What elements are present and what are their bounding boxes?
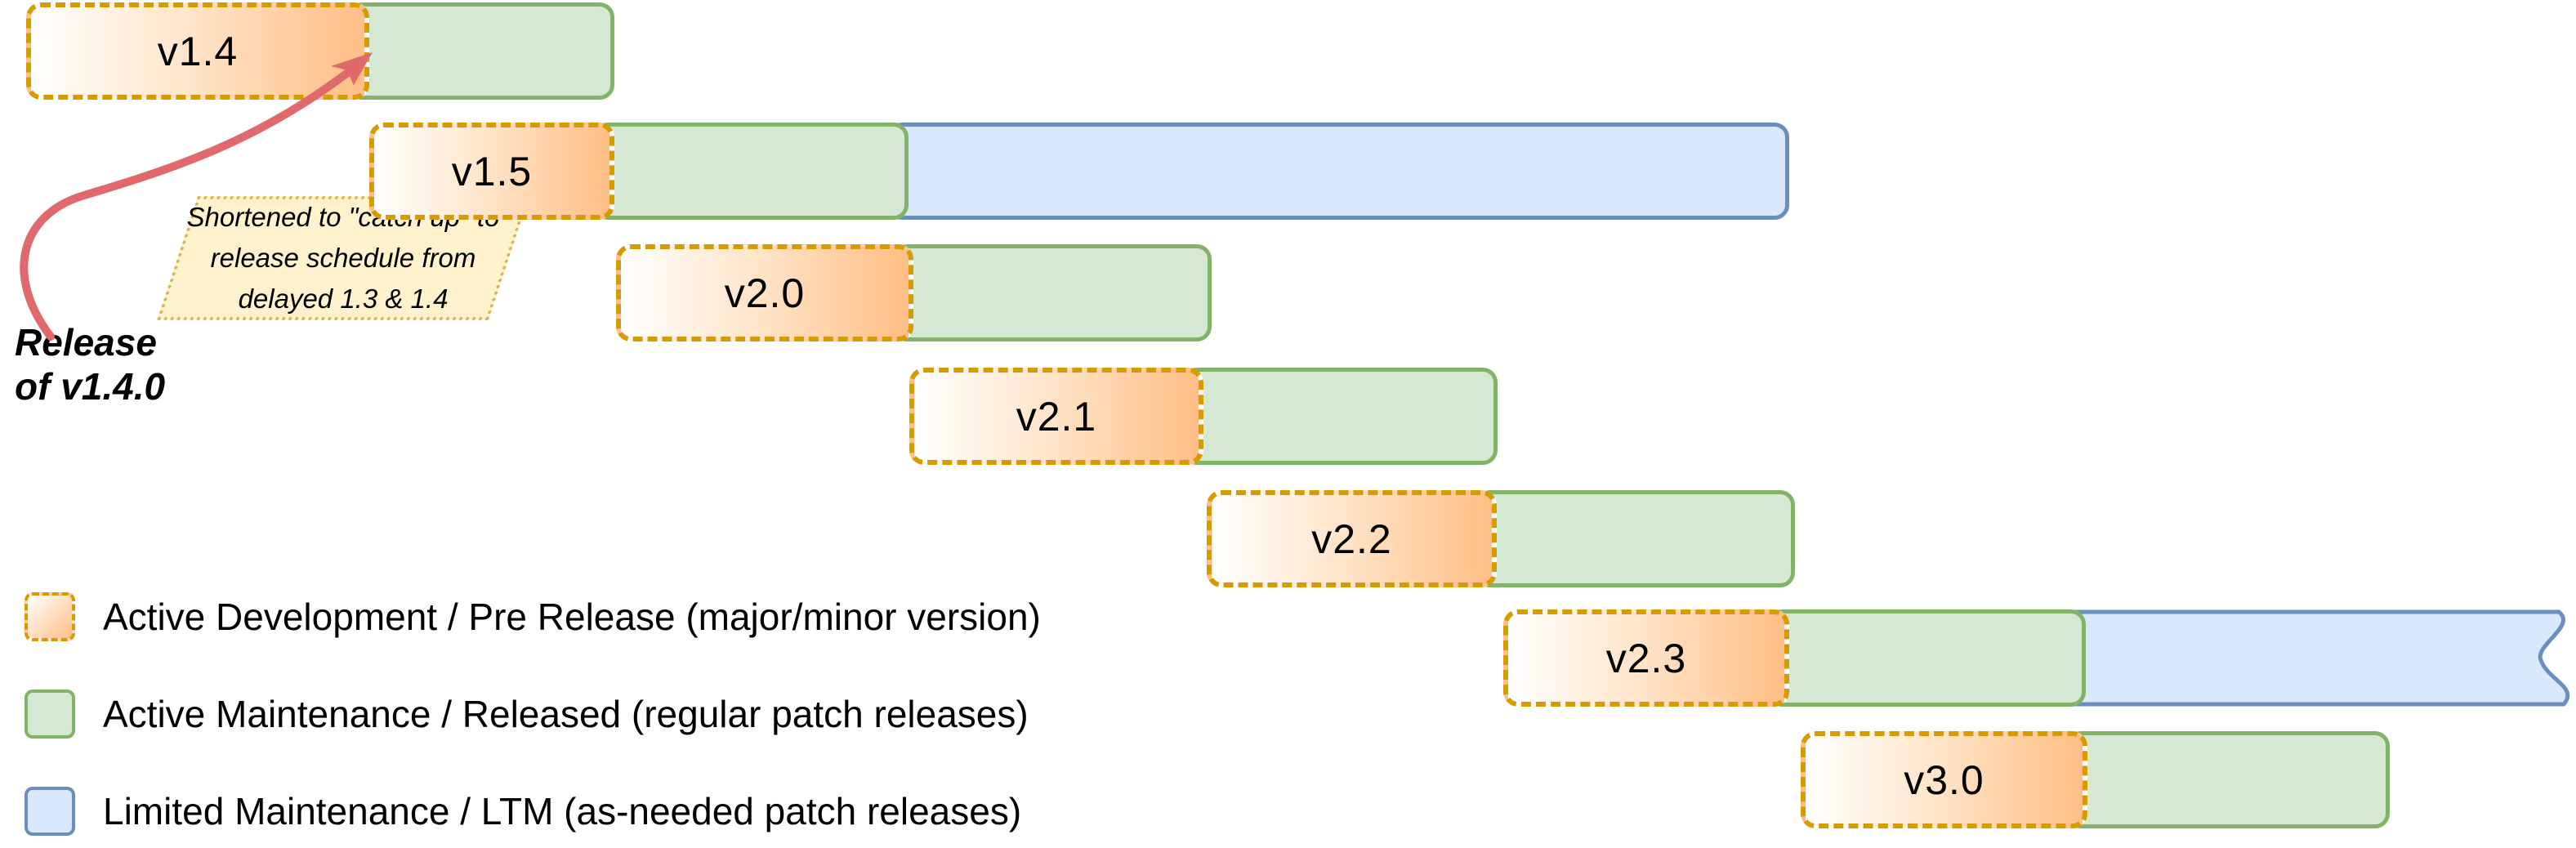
release-bar-v1.5: v1.5 [0, 123, 2576, 220]
release-callout-line-1: Release [15, 321, 157, 364]
segment-ltm-torn-v2.3 [2062, 609, 2570, 707]
release-bar-v2.3: v2.3 [0, 609, 2576, 707]
version-label: v1.5 [451, 148, 533, 194]
release-callout: Release of v1.4.0 [15, 320, 165, 408]
release-bar-v3.0: v3.0 [0, 731, 2576, 828]
release-bar-v2.0: v2.0 [0, 244, 2576, 341]
segment-maint-v1.5 [593, 123, 909, 220]
legend-label-maint: Active Maintenance / Released (regular p… [103, 693, 1029, 735]
segment-maint-v2.2 [1476, 490, 1795, 587]
release-bar-v1.4: v1.4 [0, 2, 2576, 100]
segment-dev-v2.3: v2.3 [1503, 609, 1789, 707]
legend-swatch-ltm [25, 787, 75, 836]
segment-maint-v2.0 [892, 244, 1212, 341]
legend-label-ltm: Limited Maintenance / LTM (as-needed pat… [103, 790, 1022, 832]
segment-maint-v3.0 [2066, 731, 2390, 828]
segment-dev-v1.5: v1.5 [369, 123, 614, 220]
version-label: v2.0 [724, 270, 806, 316]
segment-ltm-v1.5 [887, 123, 1789, 220]
segment-ltm-torn-shape [2062, 609, 2570, 707]
version-label: v2.2 [1311, 515, 1392, 562]
segment-dev-v2.0: v2.0 [616, 244, 913, 341]
release-callout-line-2: of v1.4.0 [15, 365, 166, 408]
legend-swatch-maint [25, 690, 75, 739]
segment-dev-v2.2: v2.2 [1207, 490, 1497, 587]
release-bar-v2.1: v2.1 [0, 368, 2576, 465]
legend-label-dev: Active Development / Pre Release (major/… [103, 596, 1041, 638]
version-label: v2.1 [1016, 393, 1097, 440]
legend-item-active-development: Active Development / Pre Release (major/… [25, 592, 1041, 641]
segment-dev-v3.0: v3.0 [1801, 731, 2087, 828]
segment-maint-v2.1 [1182, 368, 1498, 465]
legend-item-active-maintenance: Active Maintenance / Released (regular p… [25, 690, 1029, 739]
segment-maint-v2.3 [1768, 609, 2086, 707]
segment-dev-v1.4: v1.4 [26, 2, 369, 100]
segment-dev-v2.1: v2.1 [909, 368, 1203, 465]
legend-swatch-dev [25, 592, 75, 641]
version-label: v2.3 [1605, 635, 1687, 681]
legend-item-limited-maintenance: Limited Maintenance / LTM (as-needed pat… [25, 787, 1021, 836]
release-bar-v2.2: v2.2 [0, 490, 2576, 587]
version-label: v1.4 [157, 28, 239, 74]
version-label: v3.0 [1904, 757, 1984, 803]
segment-maint-v1.4 [348, 2, 614, 100]
